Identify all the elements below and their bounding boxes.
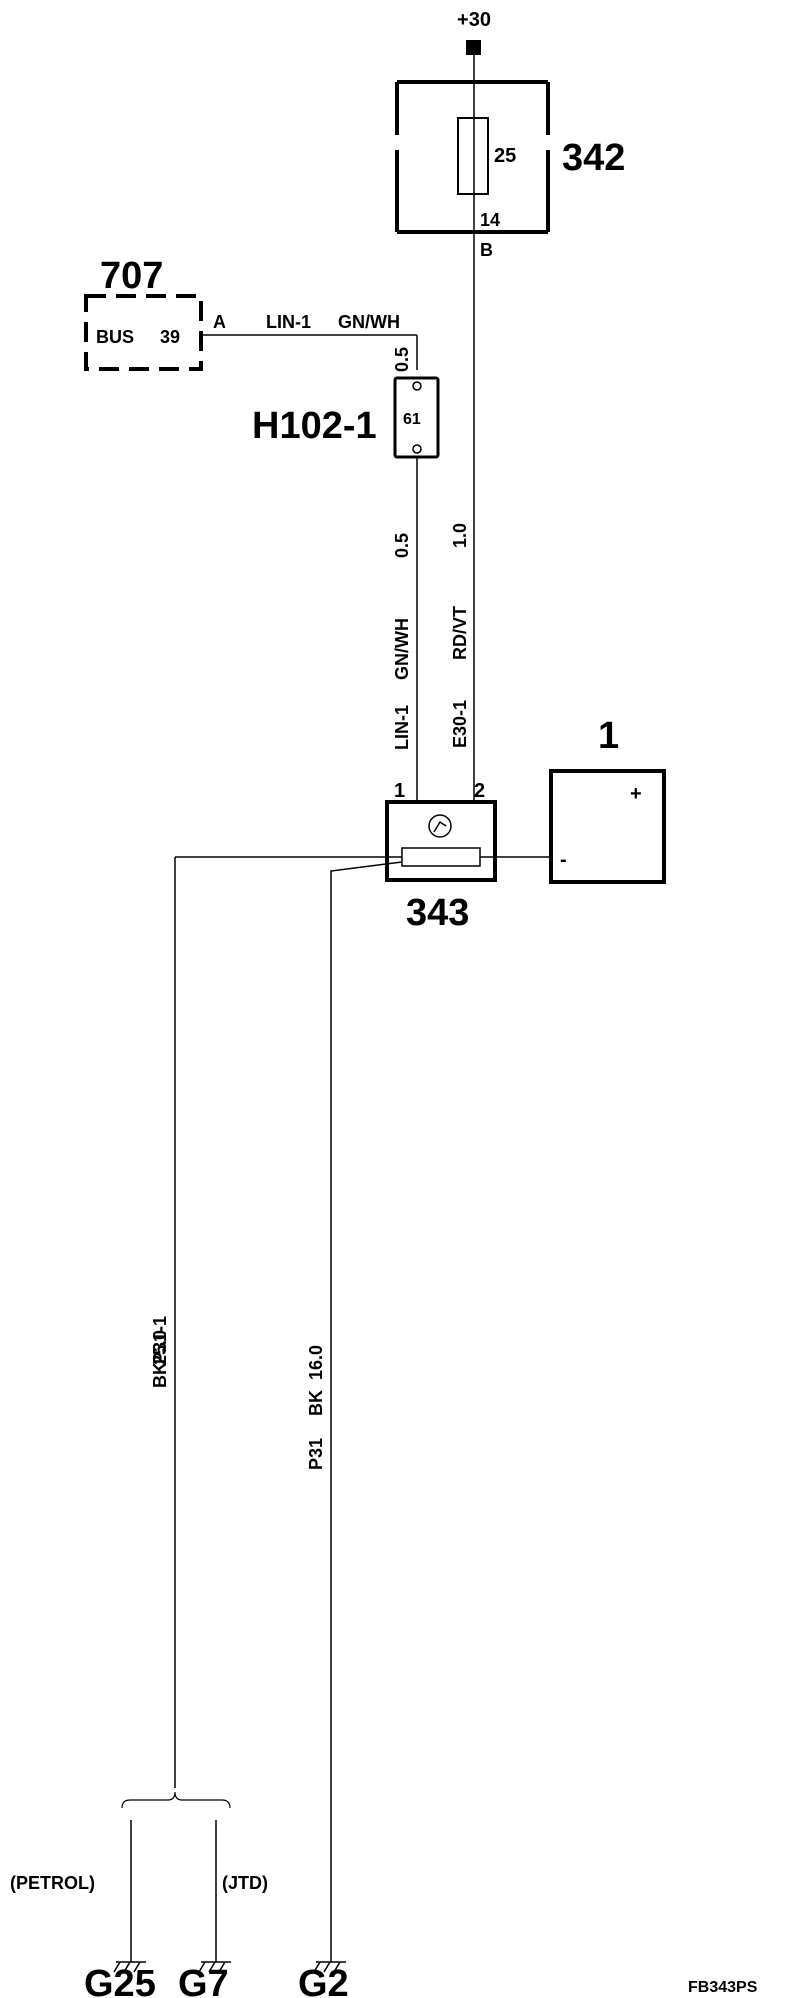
wire-right-circuit: E30-1 [450, 700, 470, 748]
component-707-bus: BUS [96, 327, 134, 347]
ground-wire-2 [330, 861, 403, 1962]
ground-symbol-g25 [113, 1961, 146, 1973]
lin-top-color: GN/WH [338, 312, 400, 332]
ground-g2-label: G2 [298, 1963, 349, 1998]
component-343-pin1: 1 [394, 780, 405, 802]
sensor-icon [428, 814, 452, 838]
component-342-pin: 14 [480, 210, 500, 230]
ground-wire-2-size: 16.0 [306, 1345, 326, 1380]
ground-wire-1-size: 25.0 [150, 1330, 170, 1365]
supply-terminal [466, 40, 481, 55]
variant-jtd-label: (JTD) [222, 1873, 268, 1893]
ground-g7-label: G7 [178, 1963, 229, 1998]
lin-top-circuit: LIN-1 [266, 312, 311, 332]
ground-wire-1-color: BK [150, 1362, 170, 1388]
ground-symbol-g2 [313, 1961, 346, 1973]
figure-code: FB343PS [688, 1979, 758, 1996]
component-707-id: 707 [100, 255, 163, 297]
ground-wire-1-circuit: P31-1 [150, 1316, 170, 1364]
component-707-pin-letter: A [213, 312, 226, 332]
component-342-id: 342 [562, 137, 625, 179]
shunt-icon [401, 847, 481, 867]
battery-minus: - [560, 849, 567, 871]
battery-id: 1 [598, 715, 619, 757]
fuse-rating: 25 [494, 145, 516, 167]
wire-right-color: RD/VT [450, 606, 470, 660]
component-707-bus-pin: 39 [160, 327, 180, 347]
ground-wire-2-circuit: P31 [306, 1438, 326, 1470]
connector-h102-id: H102-1 [252, 405, 377, 447]
component-343-pin2: 2 [474, 780, 485, 802]
component-342-pin-letter: B [480, 240, 493, 260]
ground-wire-2-color: BK [306, 1390, 326, 1416]
wire-right-size: 1.0 [450, 523, 470, 548]
lin-top-size: 0.5 [392, 347, 412, 372]
battery-box [549, 769, 666, 884]
ground-g25-label: G25 [84, 1963, 156, 1998]
variant-brace [121, 1791, 231, 1809]
wire-left-color: GN/WH [392, 618, 412, 680]
component-343 [385, 800, 497, 882]
fuse-25 [457, 117, 489, 195]
component-342 [395, 80, 550, 234]
wire-left-circuit: LIN-1 [392, 705, 412, 750]
component-343-id: 343 [406, 892, 469, 934]
wire-left-size: 0.5 [392, 533, 412, 558]
variant-petrol-label: (PETROL) [10, 1873, 95, 1893]
ground-symbol-g7 [198, 1961, 231, 1973]
battery-plus: + [630, 783, 642, 805]
supply-label: +30 [457, 9, 491, 31]
connector-h102-pin: 61 [403, 411, 421, 428]
component-707 [84, 294, 203, 371]
